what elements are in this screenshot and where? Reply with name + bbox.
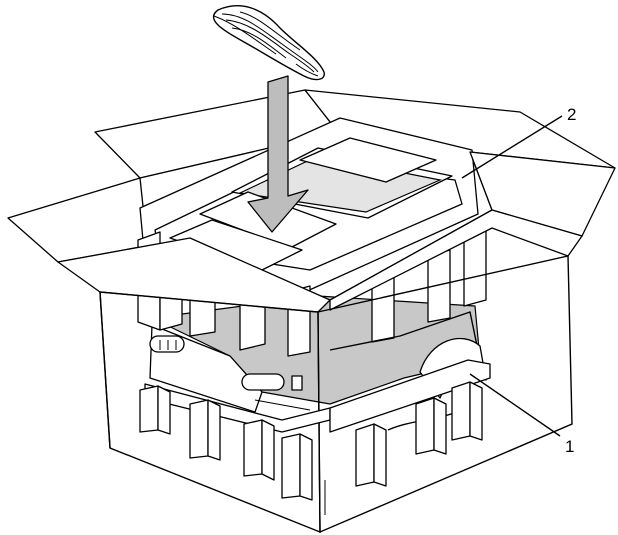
lower-foam-rail-right bbox=[329, 359, 491, 433]
callout-1-label: 1 bbox=[565, 437, 574, 456]
down-arrow-icon bbox=[247, 75, 309, 233]
callout-1-leader bbox=[469, 373, 561, 437]
callout-1: 1 bbox=[469, 373, 574, 456]
front-left-flap bbox=[57, 237, 331, 313]
callout-2-label: 2 bbox=[567, 105, 576, 124]
carton-front bbox=[57, 151, 616, 534]
power-cord-icon bbox=[212, 5, 325, 81]
printer-body bbox=[149, 295, 481, 413]
callout-2-leader bbox=[461, 115, 563, 179]
tray-compartment-b bbox=[299, 137, 437, 183]
printer-handle-right bbox=[241, 373, 285, 391]
lower-foam-insert bbox=[139, 359, 491, 515]
carton-front-right-face bbox=[317, 255, 573, 534]
callout-2: 2 bbox=[461, 105, 576, 179]
printer-handle-left bbox=[149, 335, 185, 353]
